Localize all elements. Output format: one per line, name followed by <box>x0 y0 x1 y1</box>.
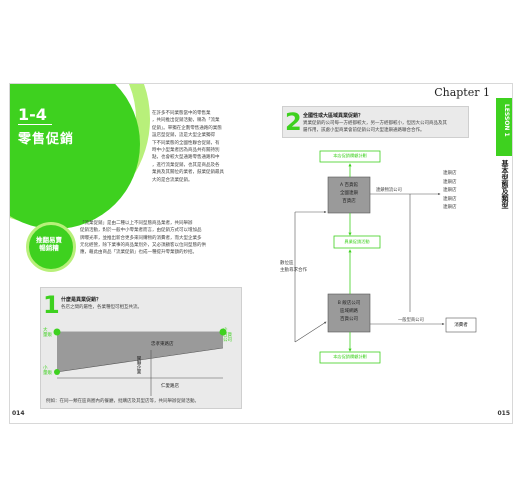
comparison-diagram <box>53 328 227 396</box>
body-line: 元化經營，除下業事的商品業別外，又必須顧客以位同型態的供 <box>80 242 206 248</box>
label-top-right: 少 百貨 公司 <box>223 328 232 343</box>
lesson-tab <box>496 98 512 156</box>
panel-subtitle: 各店之間的屬性，各業種但可相互共流。 <box>61 305 142 310</box>
node-b-label: B 飯店公司 區域網路 百貨公司 <box>328 300 370 324</box>
left-bracket-bottom <box>294 321 327 343</box>
bottom-label-box <box>319 351 381 364</box>
header-line: 異業促銷的公司每一方經都較大，另一方經都較小，但因大公司商品及其 <box>303 121 447 126</box>
title-divider <box>18 124 52 125</box>
badge-line: 暢銷糟 <box>39 244 59 252</box>
body-line: 應，藉此由商品「流業促銷」也成一種提升零業額的妙招。 <box>80 250 197 256</box>
header-panel: 2 全國性或大區域異業促銷？ 異業促銷的公司每一方經都較大，另一方經都較小，但因… <box>282 106 469 138</box>
header-number: 2 <box>285 108 302 136</box>
label-top-left: 大 量販 <box>43 328 52 338</box>
lesson-tab-label: LESSON 1 <box>503 104 510 137</box>
node-a-label: A 百貨館 全國連鎖 百貨店 <box>328 182 370 206</box>
intro-line: ，進行流業促銷，也其是商品及各 <box>152 162 220 168</box>
header-line: 屬作用，該處小型商業會前促銷公司大型連鎖通路聯合合作。 <box>303 128 425 133</box>
panel-title: 什麼是異業促銷？ <box>61 297 102 303</box>
page-number-right: 015 <box>497 410 510 417</box>
mid-label-box <box>333 235 381 249</box>
header-title: 全國性或大區域異業促銷？ <box>303 113 364 119</box>
node-b-box <box>327 293 371 333</box>
node-a-box <box>327 176 371 214</box>
body-line: 促銷活動，對於一般中小零業者而言，由促銷方式可以增加品 <box>80 228 202 234</box>
node-b-line: 百貨公司 <box>340 317 358 322</box>
arrow-label-b: 一般型商公司 <box>398 318 424 323</box>
node-a-line: 百貨店 <box>342 199 356 204</box>
tip-badge <box>26 222 76 272</box>
lesson-title: 零售促銷 <box>18 132 75 147</box>
mid-label: 異業促銷活動 <box>344 239 370 244</box>
marker-mid-left <box>54 369 60 375</box>
flow-diagram <box>294 150 477 364</box>
badge-line: 推翻易賣 <box>36 236 62 244</box>
tip-badge-label: 推翻易賣 暢銷糟 <box>31 236 67 252</box>
chapter-label: Chapter 1 <box>434 86 490 99</box>
panel-number: 1 <box>43 291 60 319</box>
label-inner: 忠孝東路店 <box>151 342 174 347</box>
body-line: 牌曝光率，並推出新合更多來同購物的消費者，而大型企業多 <box>80 235 202 241</box>
marker-top-left <box>53 328 61 336</box>
store-list: 連鎖店 連鎖店 連鎖店 連鎖店 連鎖店 <box>443 170 457 213</box>
intro-line: ，共同推出促銷活動，稱為「流業 <box>152 118 220 124</box>
top-label: 本店促銷欄顧計劃 <box>333 153 367 158</box>
store-item: 連鎖店 <box>443 179 457 185</box>
body-line: 「流業促銷」是由二種以上不同型態商品業者，共同舉辦 <box>80 221 193 226</box>
left-label-line: 數位區 <box>280 261 294 266</box>
lesson-number: 1-4 <box>18 105 47 124</box>
definition-panel: 1 什麼是異業促銷？ 各店之間的屬性，各業種但可相互共流。 大 量販 少 百貨 … <box>40 287 242 409</box>
section-side-title: 基本型態及類型 <box>501 160 509 209</box>
bottom-label: 本店促銷欄顧計劃 <box>333 354 367 359</box>
intro-line: 時中小型業者因為商品共有關持別 <box>152 148 220 154</box>
node-a-line: 全國連鎖 <box>340 191 358 196</box>
node-a-line: A 百貨館 <box>339 183 358 188</box>
intro-line: 在許多不同業態當中的零售業 <box>152 111 211 116</box>
store-item: 連鎖店 <box>443 196 457 202</box>
left-label-line: 主動尋求合作 <box>280 268 307 273</box>
label-vertical: 關聯企業 <box>136 356 141 374</box>
label-mid-left: 小 量販 <box>43 366 52 376</box>
marker-top-right <box>219 328 227 336</box>
panel-footer: 例如：在同一類在區商圈內的餐廳，批購店及其型店等，共同舉辦促銷活動。 <box>46 399 199 404</box>
left-label: 數位區 主動尋求合作 <box>280 260 307 274</box>
slope-line <box>56 347 224 373</box>
intro-line: 大的是合流業促銷。 <box>152 177 193 183</box>
store-item: 連鎖店 <box>443 205 457 210</box>
node-b-line: 區域網路 <box>340 309 358 314</box>
consumer-box <box>445 317 477 333</box>
intro-line: 業員及其關位的業者，鼓業促銷最具 <box>152 170 224 176</box>
store-item: 連鎖店 <box>443 171 457 176</box>
top-label-box <box>319 150 381 163</box>
body-text: 「流業促銷」是由二種以上不同型態商品業者，共同舉辦 促銷活動，對於一般中小零業者… <box>80 220 242 256</box>
arrow-label-a: 連鎖物流公司 <box>376 188 402 193</box>
intro-text: 在許多不同業態當中的零售業 ，共同推出促銷活動，稱為「流業 促銷」。單獨在企劃零… <box>152 110 244 184</box>
consumer-label: 消費者 <box>454 323 468 328</box>
header-text: 異業促銷的公司每一方經都較大，另一方經都較小，但因大公司商品及其 屬作用，該處小… <box>303 120 447 134</box>
page-number-left: 014 <box>12 410 25 417</box>
intro-line: 促銷」。單獨在企劃零售通路的業態 <box>152 125 222 131</box>
intro-line: 設店型促銷，這是大型企業獨得 <box>152 133 215 139</box>
node-b-line: B 飯店公司 <box>337 301 361 306</box>
store-item: 連鎖店 <box>443 188 457 193</box>
shaded-wedge <box>57 332 223 372</box>
right-page: Chapter 1 LESSON 1 基本型態及類型 2 全國性或大區域異業促銷… <box>250 83 513 424</box>
label-bottom-right: 仁愛路店 <box>161 384 179 389</box>
left-page: 1-4 零售促銷 在許多不同業態當中的零售業 ，共同推出促銷活動，稱為「流業 促… <box>9 83 250 424</box>
intro-line: 下不同業態的全國性聯合促銷，有 <box>152 140 220 146</box>
intro-line: 點，也會較大型通路零售通路和中 <box>152 155 220 161</box>
